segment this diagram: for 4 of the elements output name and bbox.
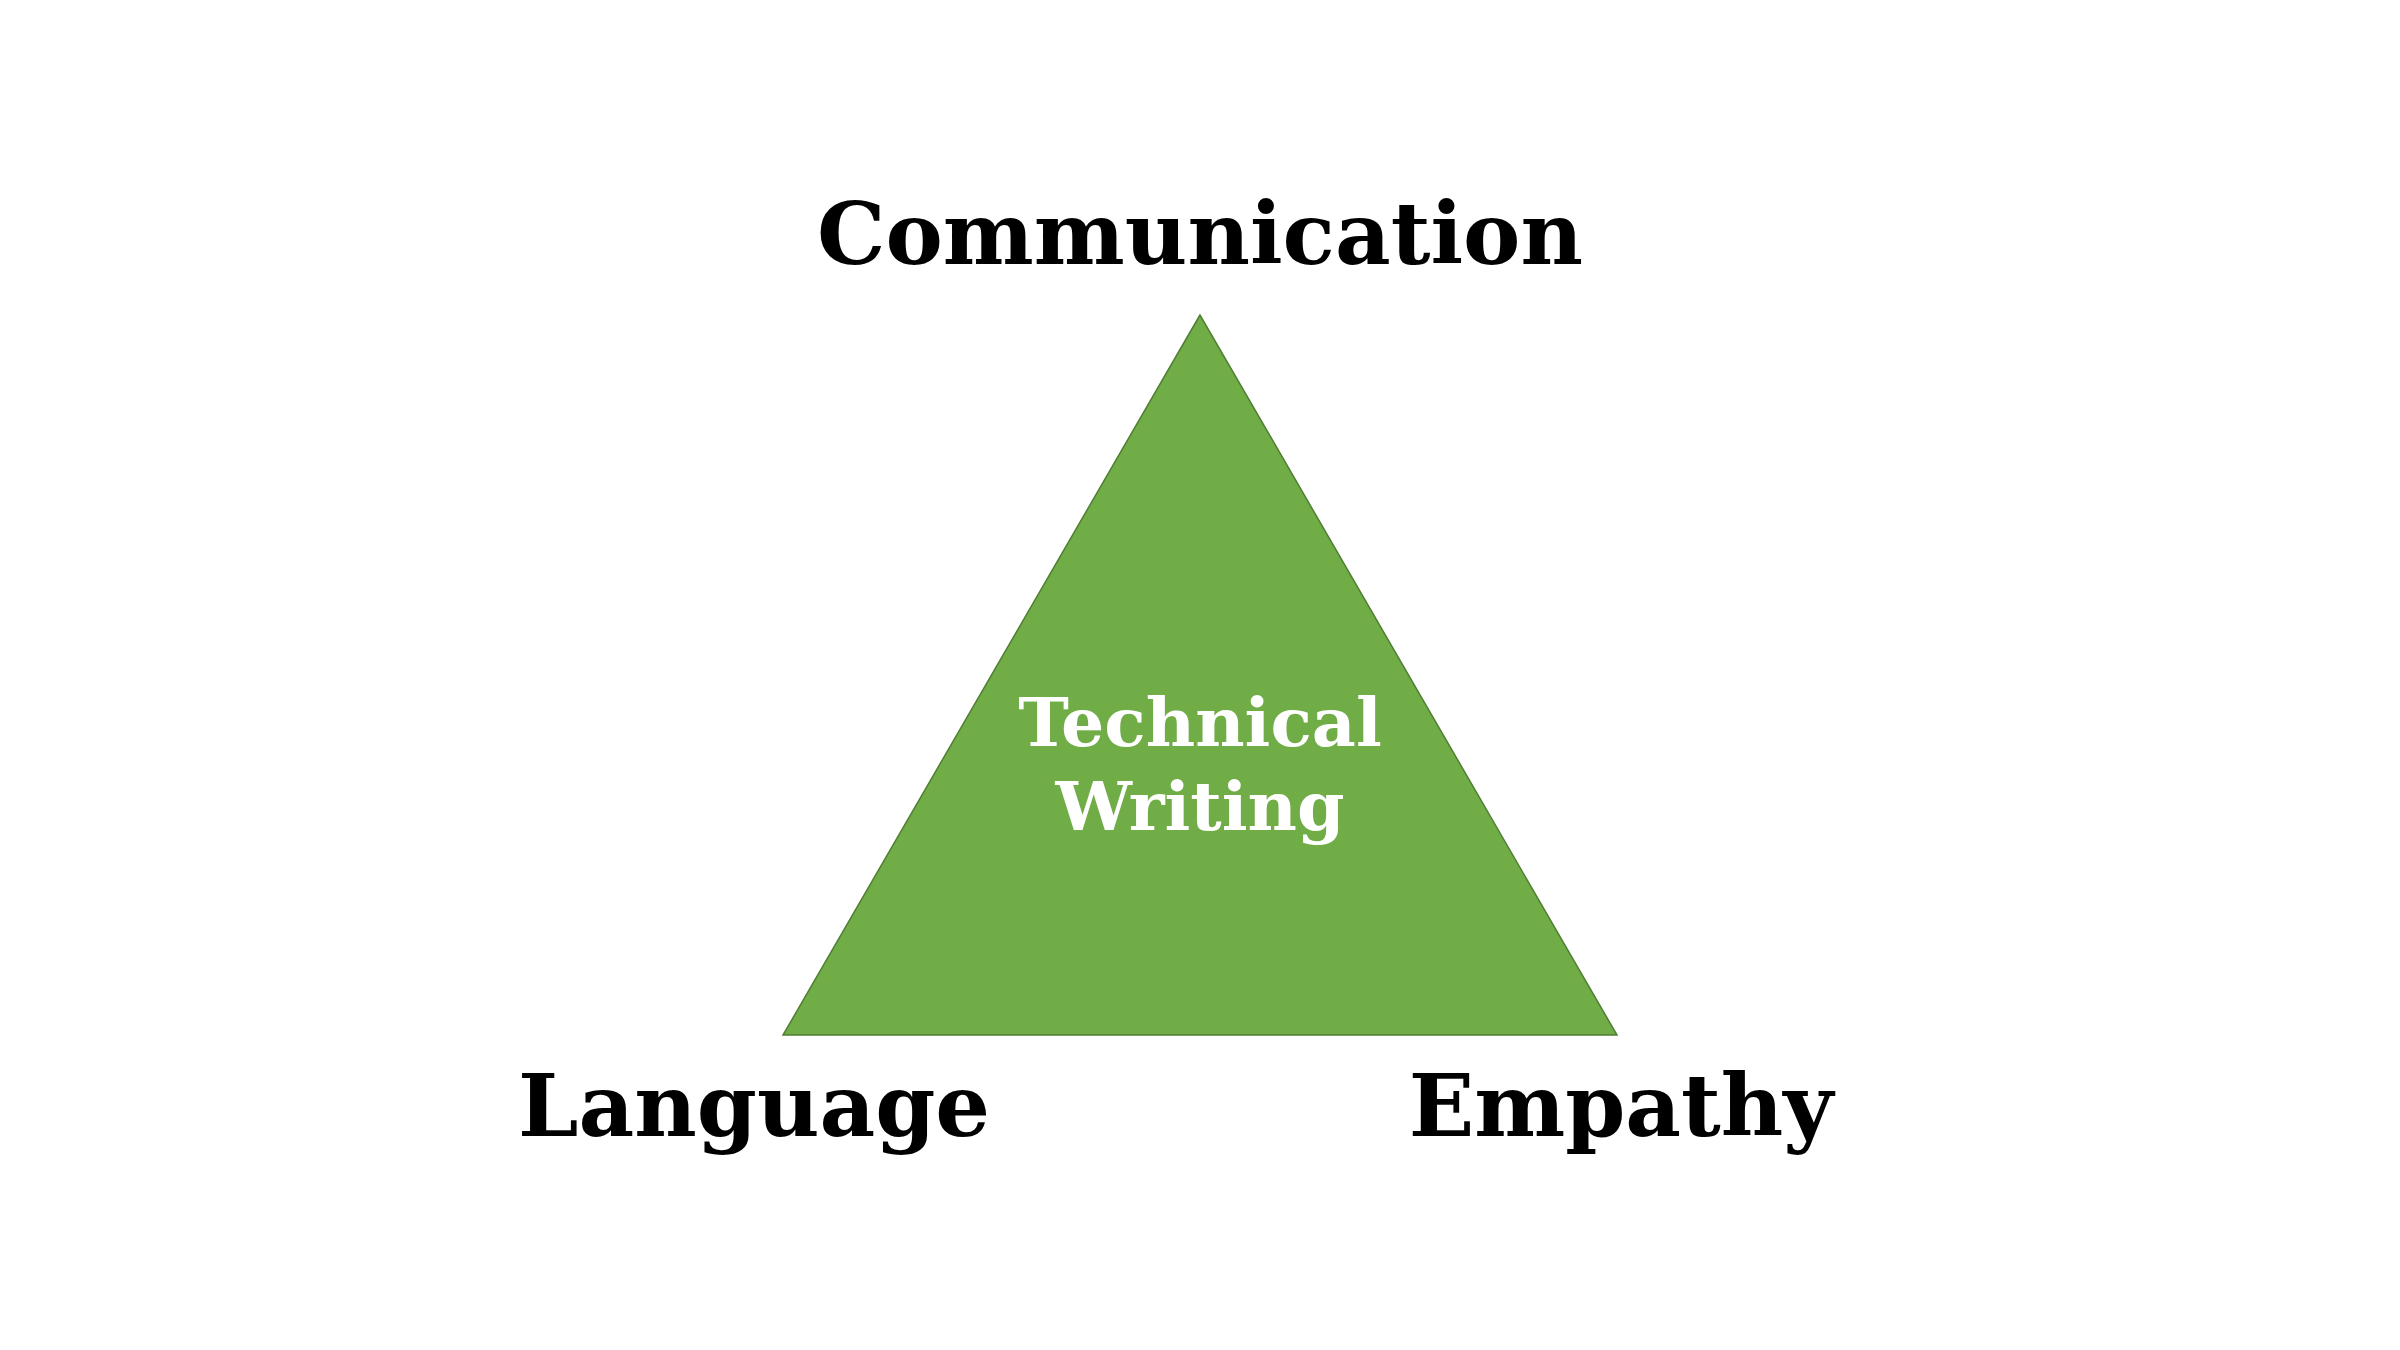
- vertex-label: Communication: [817, 182, 1583, 286]
- triangle-label: Technical Writing: [1017, 681, 1383, 848]
- vertex-label: Empathy: [1408, 1054, 1834, 1158]
- vertex-label: Language: [518, 1054, 990, 1158]
